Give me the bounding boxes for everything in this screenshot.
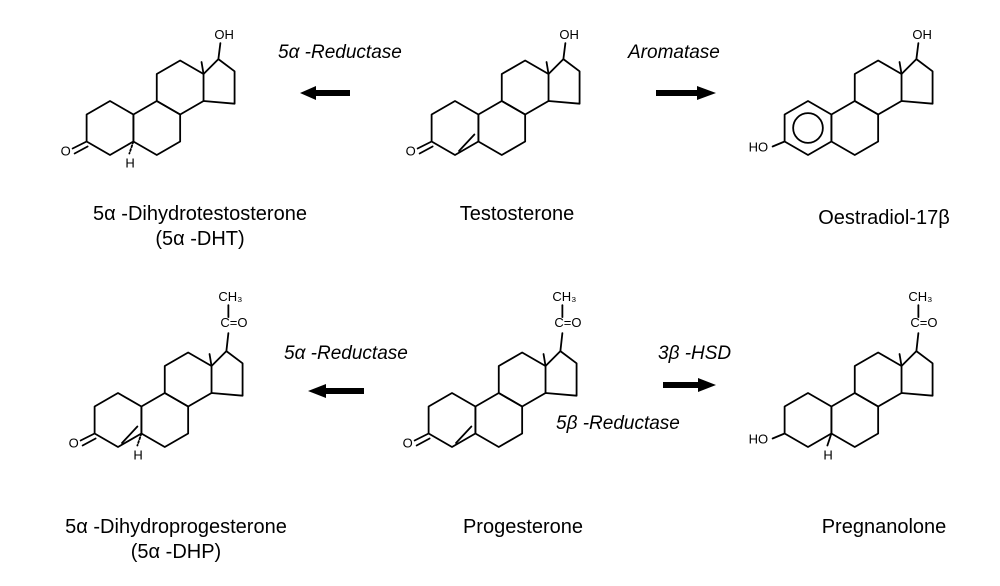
structure-pregnanolone-ch3: CH₃ bbox=[908, 289, 932, 304]
structure-progesterone-ch3: CH₃ bbox=[552, 289, 576, 304]
structure-testosterone bbox=[416, 42, 581, 156]
structure-dht-oh17: OH bbox=[214, 27, 234, 42]
compound-pregnanolone: Pregnanolone bbox=[821, 516, 947, 538]
compound-dht-abbr: (5α -DHT) bbox=[155, 228, 245, 250]
compound-progesterone: Progesterone bbox=[462, 516, 584, 538]
structure-dhp bbox=[79, 304, 244, 448]
structure-pregnanolone bbox=[771, 304, 934, 448]
enzyme-aromatase: Aromatase bbox=[628, 42, 720, 63]
structure-dhp-ch3: CH₃ bbox=[218, 289, 242, 304]
structure-pregnanolone-co: C=O bbox=[910, 315, 937, 330]
structure-dhp-oxygen: O bbox=[69, 436, 79, 451]
structure-progesterone-co: C=O bbox=[554, 315, 581, 330]
structure-pregnanolone-h5: H bbox=[823, 448, 832, 463]
structure-progesterone bbox=[413, 304, 578, 448]
structure-pregnanolone-ho: HO bbox=[749, 432, 769, 447]
structure-oestradiol bbox=[771, 42, 934, 156]
enzyme-5alpha-reductase-bottom: 5α -Reductase bbox=[284, 343, 408, 364]
arrow-progesterone-to-dhp bbox=[308, 384, 364, 398]
enzyme-5beta-reductase: 5β -Reductase bbox=[556, 413, 680, 434]
arrow-testosterone-to-dht bbox=[300, 86, 350, 100]
enzyme-3beta-hsd: 3β -HSD bbox=[658, 343, 732, 364]
structure-dhp-h5: H bbox=[133, 448, 142, 463]
compound-dht-name: 5α -Dihydrotestosterone bbox=[93, 203, 307, 225]
compound-testosterone: Testosterone bbox=[459, 203, 575, 225]
structure-oestradiol-oh17: OH bbox=[912, 27, 932, 42]
structure-dht bbox=[71, 42, 236, 156]
compound-dhp-abbr: (5α -DHP) bbox=[130, 541, 222, 563]
structure-testosterone-oh17: OH bbox=[559, 27, 579, 42]
compound-dhp: 5α -Dihydroprogesterone (5α -DHP) bbox=[65, 515, 287, 565]
structure-oestradiol-ho: HO bbox=[749, 140, 769, 155]
arrow-progesterone-to-pregnanolone bbox=[663, 378, 716, 392]
compound-dht: 5α -Dihydrotestosterone (5α -DHT) bbox=[93, 202, 307, 252]
compound-oestradiol: Oestradiol-17β bbox=[818, 207, 950, 229]
enzyme-5alpha-reductase-top: 5α -Reductase bbox=[278, 42, 402, 63]
structure-progesterone-oxygen: O bbox=[403, 436, 413, 451]
structure-testosterone-oxygen: O bbox=[406, 144, 416, 159]
structure-dht-h5: H bbox=[125, 156, 134, 171]
compound-dhp-name: 5α -Dihydroprogesterone bbox=[65, 516, 287, 538]
structure-dht-oxygen: O bbox=[61, 144, 71, 159]
arrow-testosterone-to-oestradiol bbox=[656, 86, 716, 100]
structure-dhp-co: C=O bbox=[220, 315, 247, 330]
